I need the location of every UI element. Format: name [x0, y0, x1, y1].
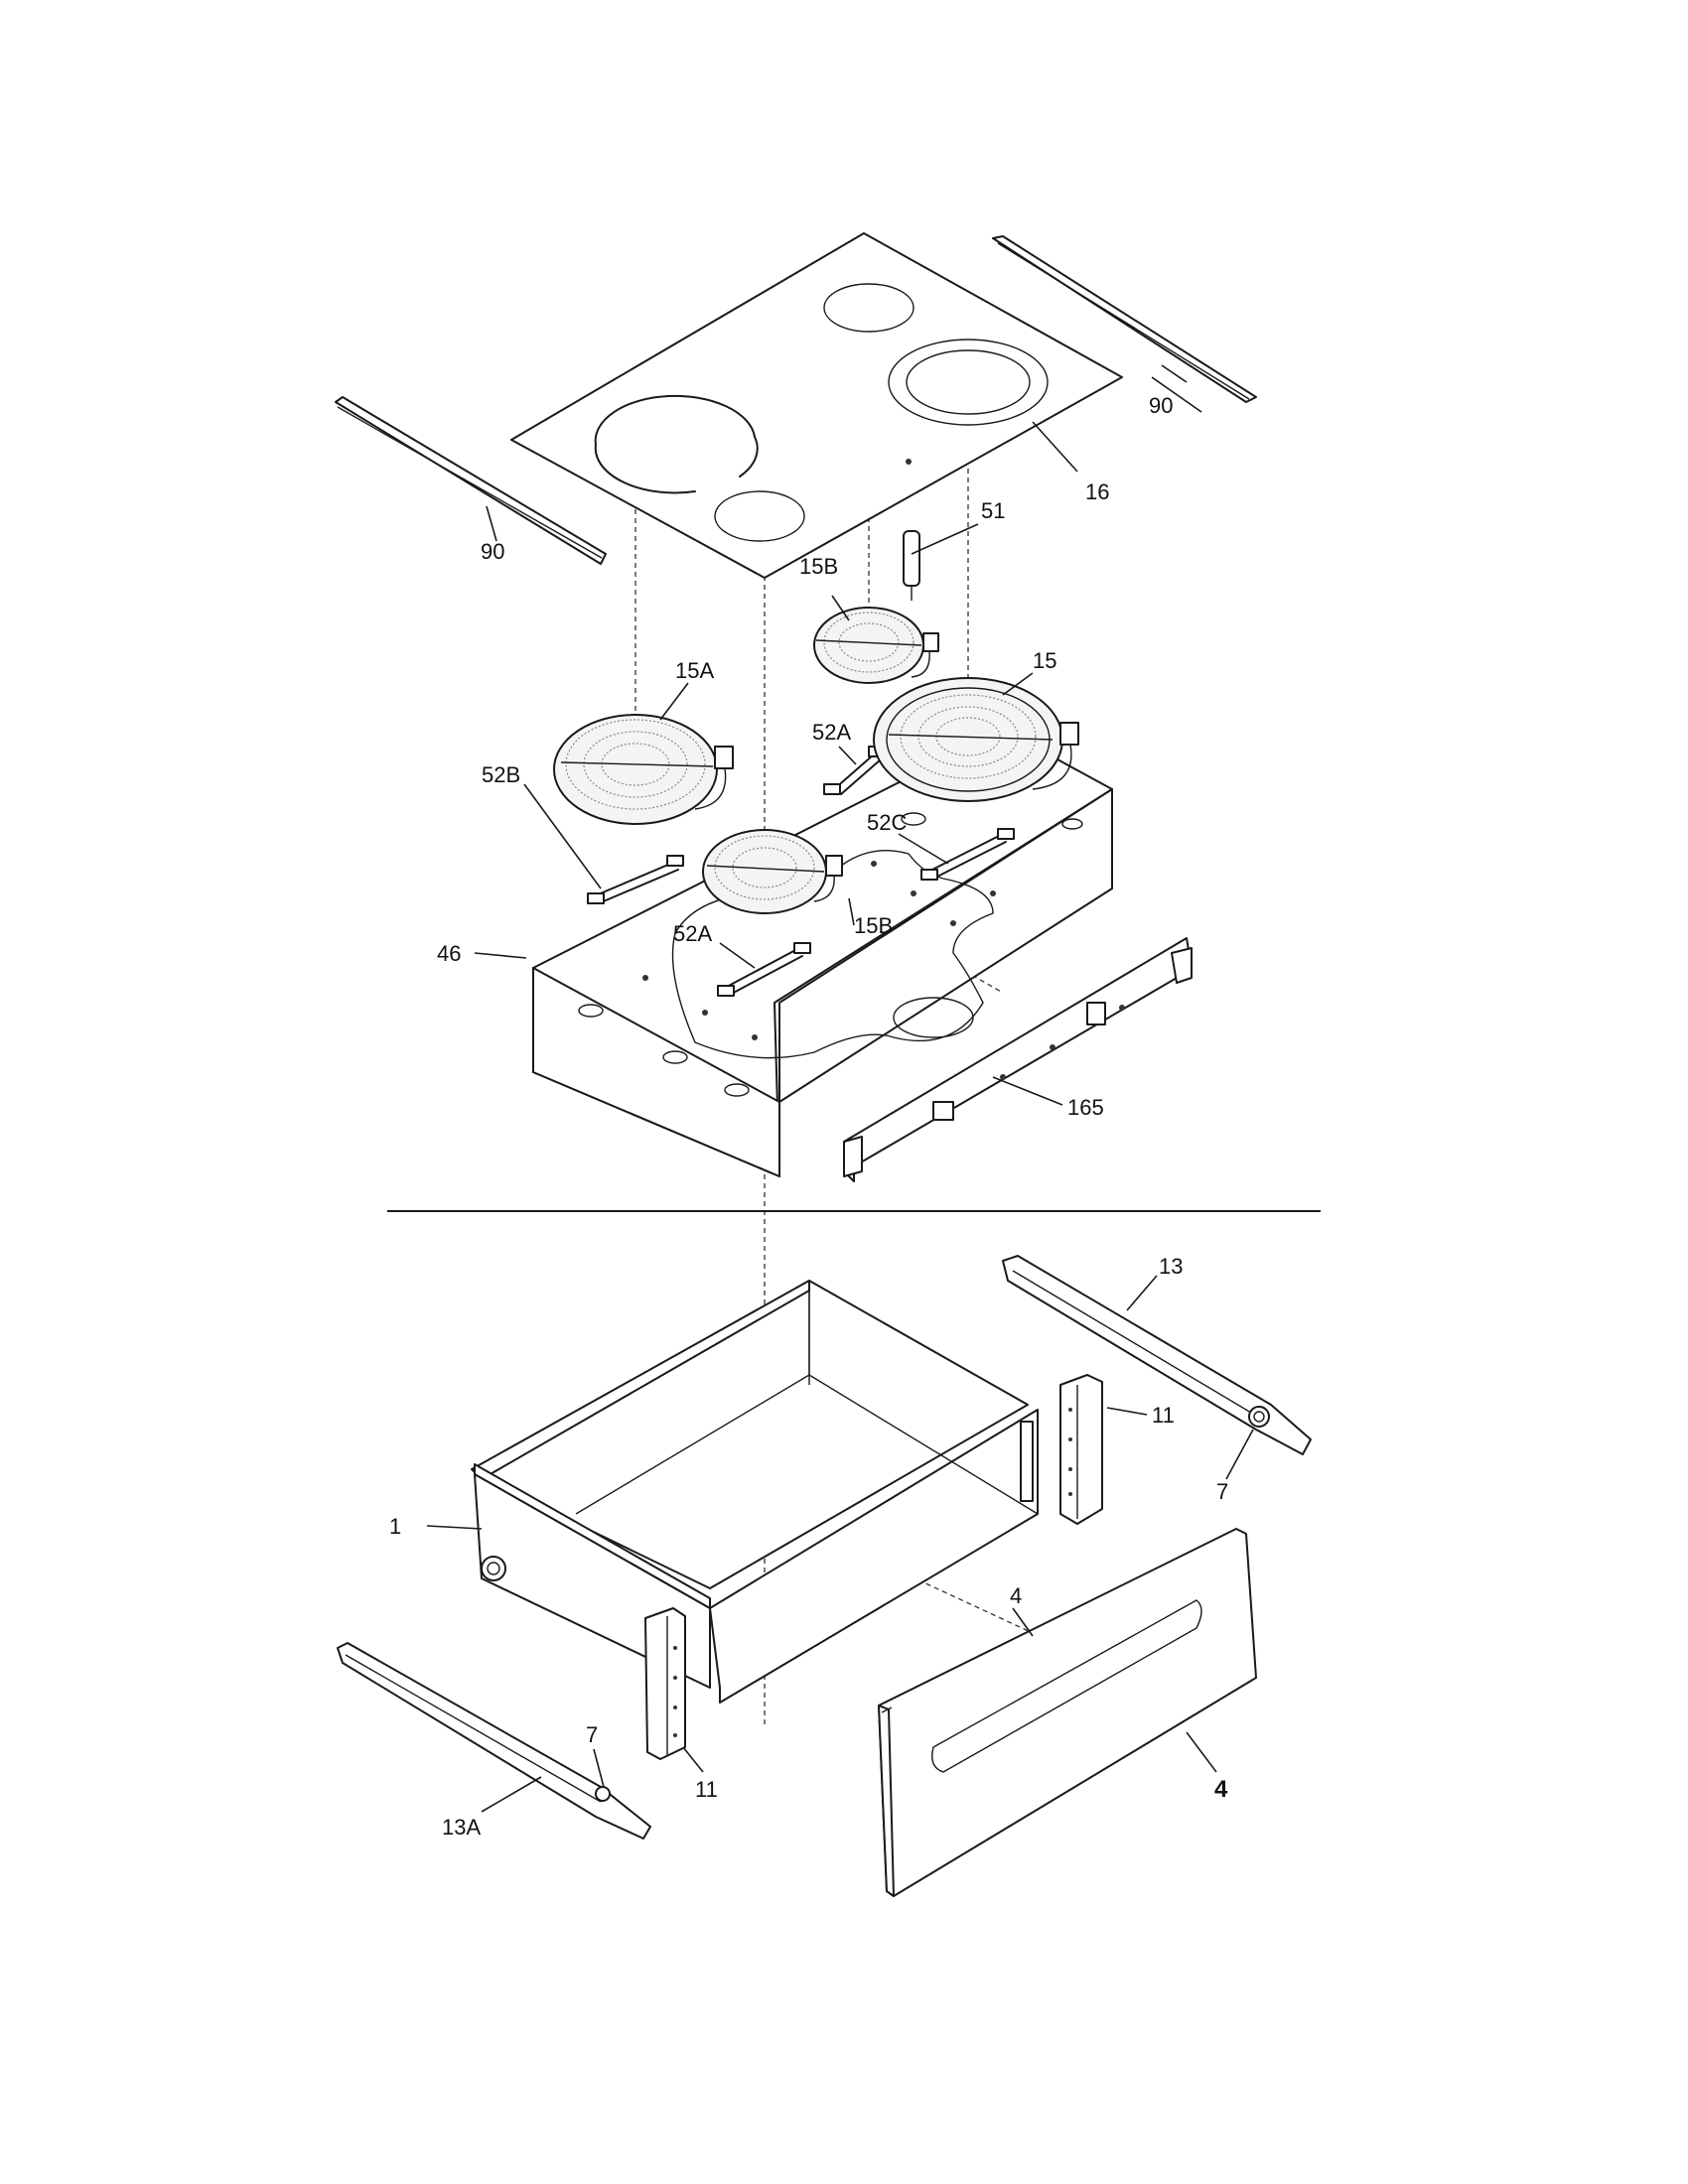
label-90-left: 90: [481, 539, 504, 564]
label-1: 1: [389, 1514, 401, 1539]
radiant-element-15: [873, 677, 1079, 802]
callout-labels: 16 90 90 51 15B 15A 15 52A 52B 52C 15B 5…: [389, 393, 1228, 1840]
label-15b-rear: 15B: [799, 554, 838, 579]
drawer-body: [471, 1280, 1039, 1704]
label-7-right: 7: [1216, 1479, 1228, 1504]
lower-leader-lines: [426, 1275, 1254, 1813]
radiant-element-15b-front: [702, 829, 843, 914]
label-52a-rear: 52A: [812, 720, 851, 745]
label-16: 16: [1085, 479, 1109, 504]
label-15b-front: 15B: [854, 913, 893, 938]
bracket-52c: [920, 828, 1015, 881]
drawer-glide-left: [337, 1642, 651, 1840]
drawer-glide-right: [1002, 1255, 1312, 1455]
label-7-left: 7: [586, 1722, 598, 1747]
label-13: 13: [1159, 1254, 1183, 1279]
bracket-52a-front: [717, 942, 811, 997]
limiter-sensor: [903, 530, 920, 601]
label-51: 51: [981, 498, 1005, 523]
trim-strip-left: [335, 396, 607, 565]
label-46: 46: [437, 941, 461, 966]
label-15: 15: [1033, 648, 1056, 673]
label-13a: 13A: [442, 1815, 481, 1840]
glass-cooktop: [510, 232, 1123, 579]
upper-leader-lines: [474, 364, 1202, 1106]
label-90-right: 90: [1149, 393, 1173, 418]
label-11-right: 11: [1152, 1403, 1175, 1428]
radiant-element-15a: [553, 714, 734, 825]
label-52c: 52C: [867, 810, 907, 835]
drawer-bracket-right: [1059, 1374, 1103, 1525]
burner-box: [532, 729, 1113, 1177]
front-rail: [843, 937, 1193, 1182]
label-4-front: 4: [1214, 1776, 1228, 1803]
radiant-element-15b-rear: [813, 607, 939, 684]
trim-strip-right: [992, 235, 1257, 403]
label-4-upper: 4: [1010, 1583, 1022, 1608]
drawer-front-panel: [878, 1528, 1257, 1897]
label-52b: 52B: [482, 762, 520, 787]
drawer-bracket-left: [644, 1607, 686, 1760]
bracket-52b: [587, 855, 684, 904]
label-165: 165: [1067, 1095, 1104, 1120]
label-11-left: 11: [695, 1777, 718, 1802]
label-15a: 15A: [675, 658, 714, 683]
label-52a-front: 52A: [673, 921, 712, 946]
